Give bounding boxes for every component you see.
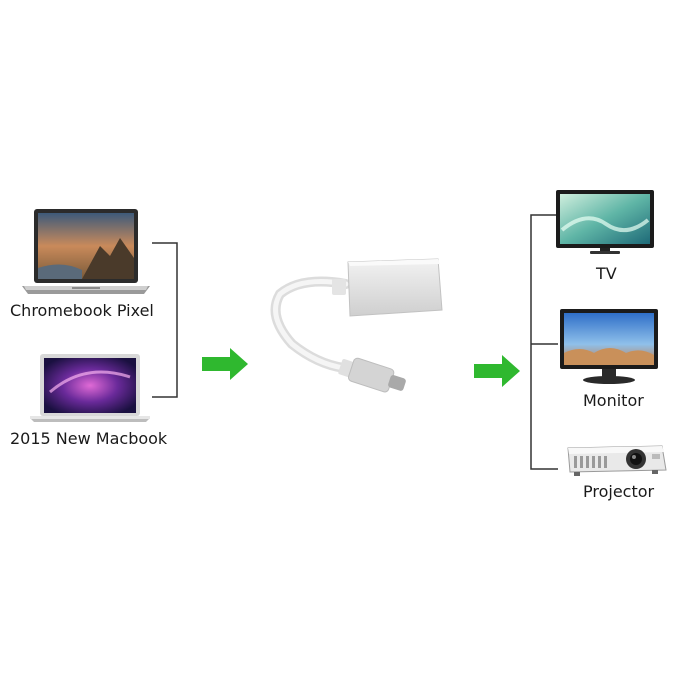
usb-c-to-hdmi-adapter-icon	[270, 258, 443, 393]
source-label: 2015 New Macbook	[10, 429, 168, 448]
macbook-laptop	[30, 352, 150, 424]
laptop-macbook-icon	[30, 354, 150, 422]
monitor-icon	[560, 309, 658, 384]
target-label: Projector	[583, 482, 655, 501]
right-arrow-icon	[202, 348, 248, 380]
target-bracket	[530, 214, 558, 470]
projector-icon	[567, 445, 667, 476]
monitor-device	[560, 309, 660, 385]
target-label: Monitor	[583, 391, 644, 410]
source-label: Chromebook Pixel	[10, 301, 154, 320]
source-bracket	[152, 242, 178, 398]
tv-icon	[556, 190, 654, 254]
usb-c-hdmi-adapter	[262, 256, 452, 396]
projector-device	[566, 440, 668, 478]
tv-device	[556, 190, 656, 256]
chromebook-pixel-laptop	[22, 208, 152, 300]
right-arrow-icon	[474, 355, 520, 387]
target-label: TV	[596, 264, 617, 283]
laptop-chromebook-icon	[22, 209, 150, 294]
